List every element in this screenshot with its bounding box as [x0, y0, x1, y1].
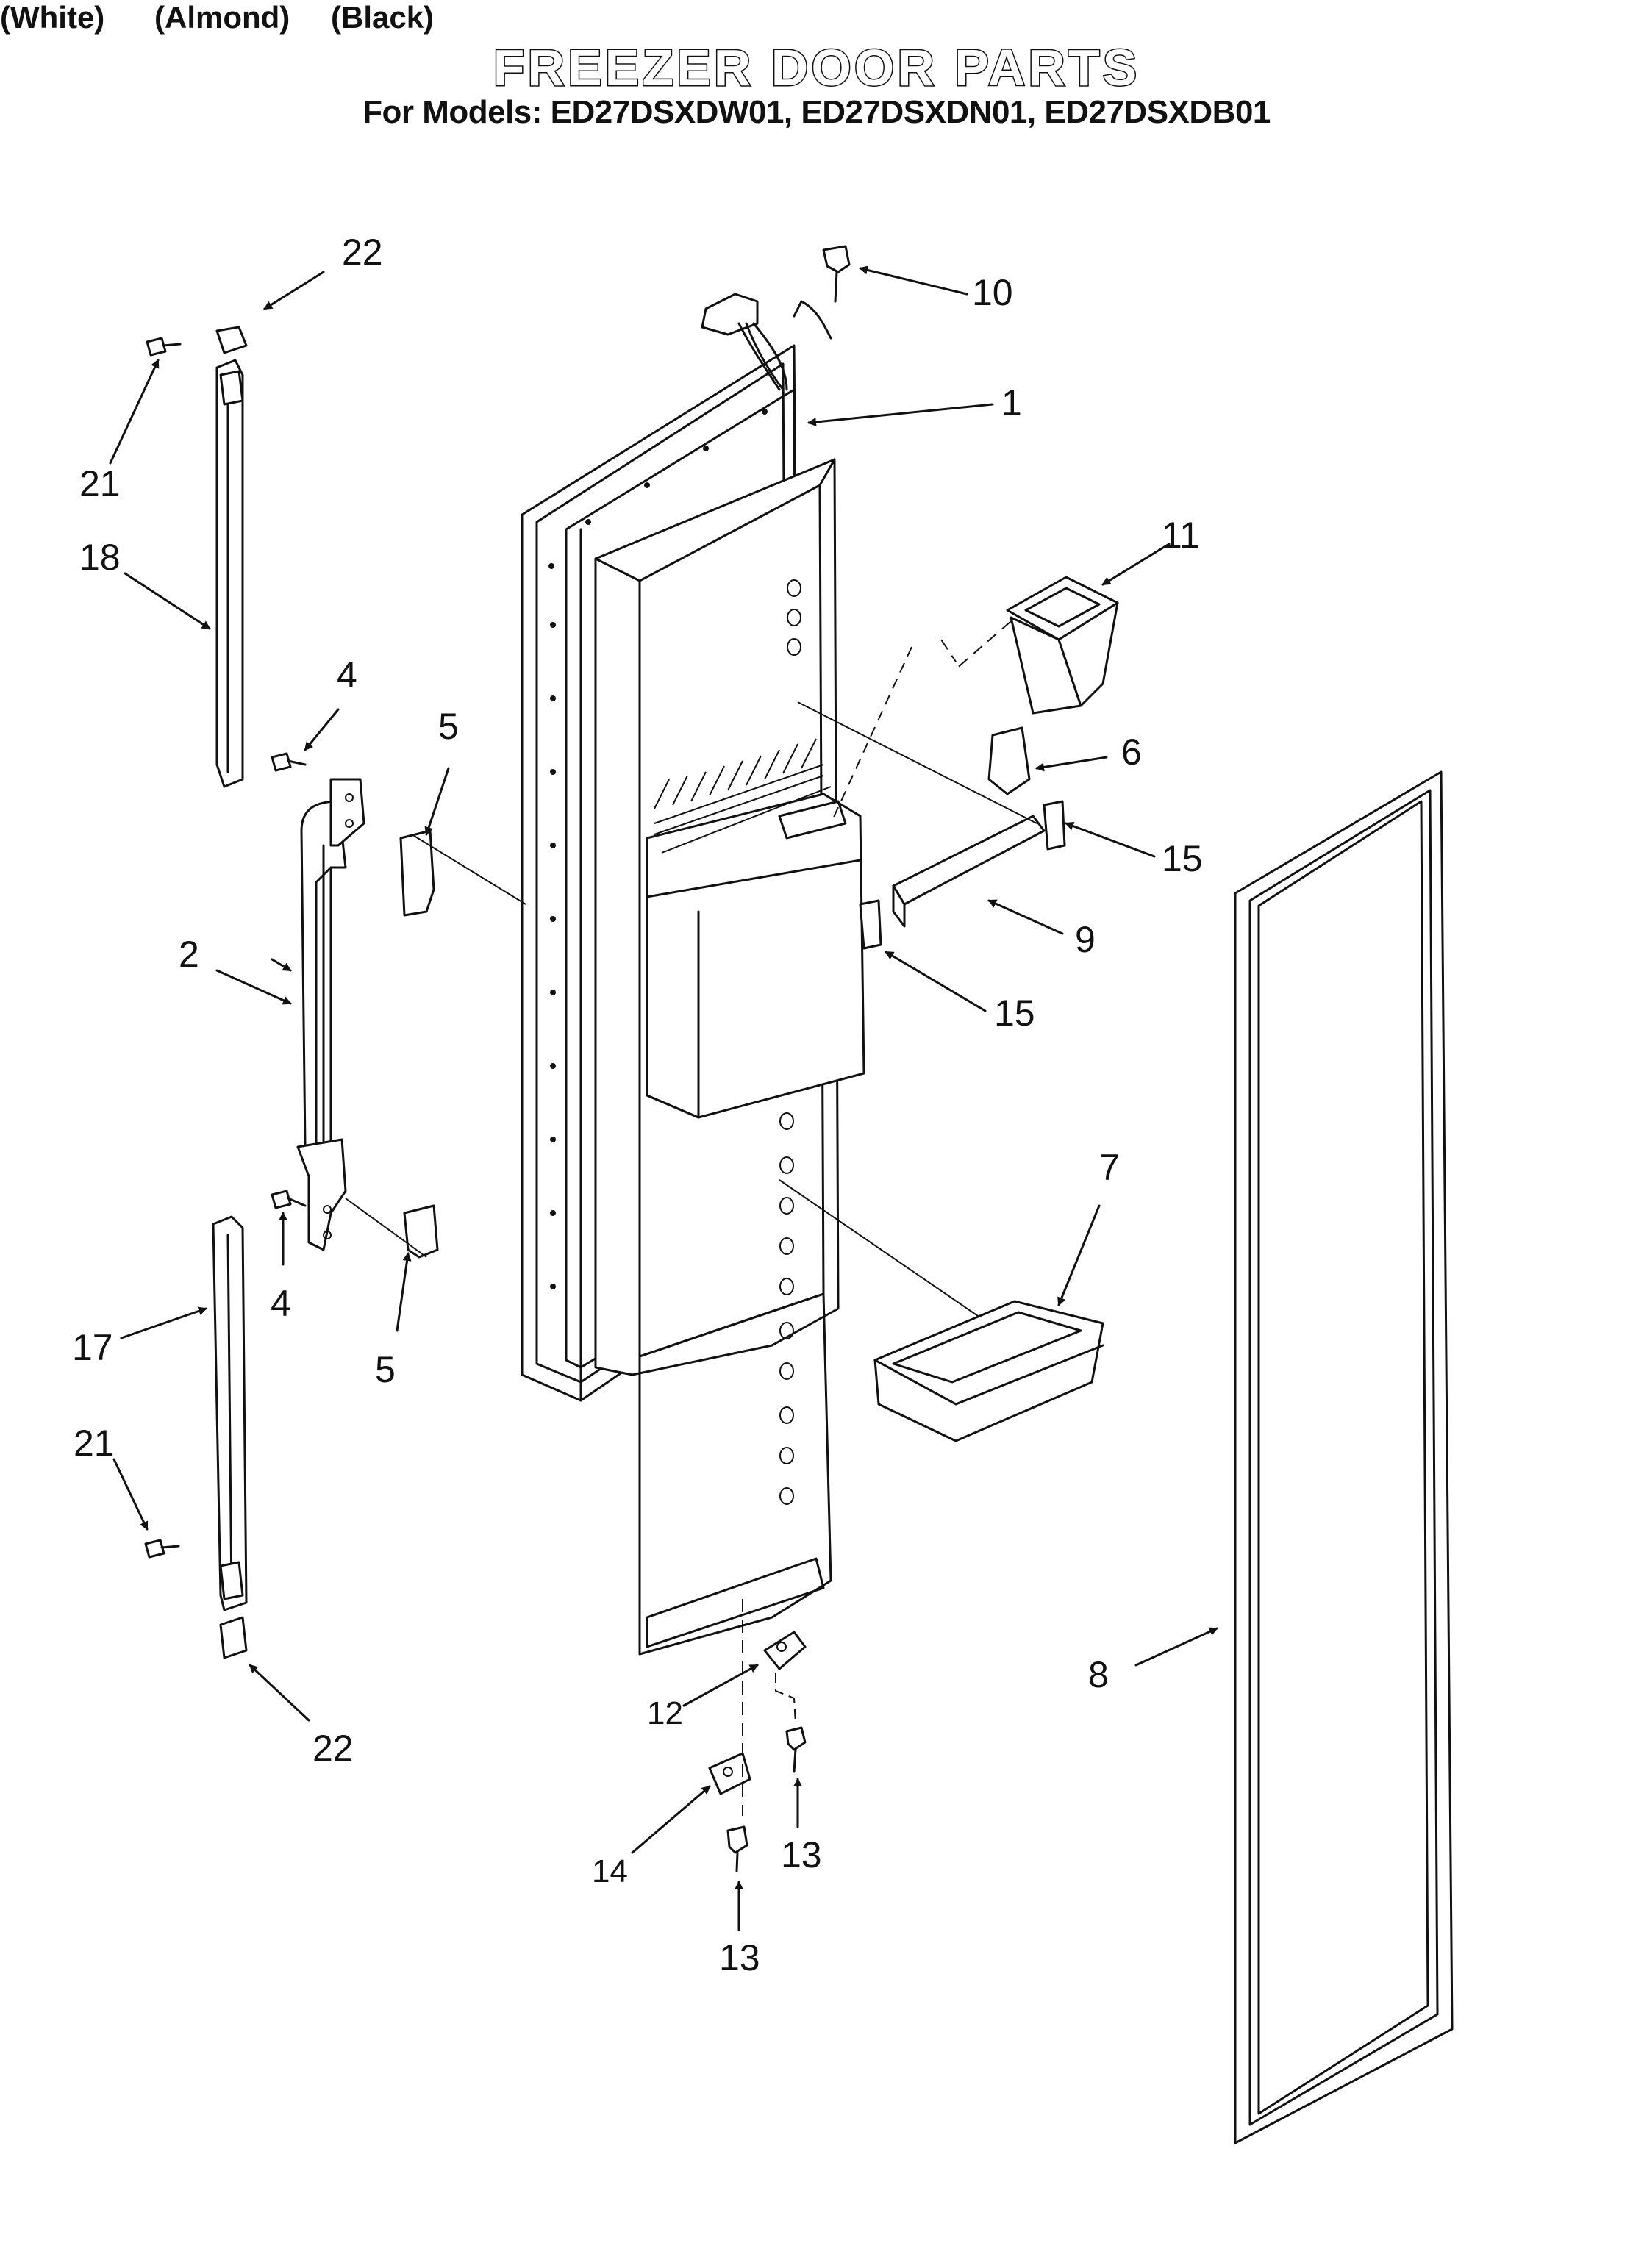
callout-4-upper: 4: [337, 654, 357, 695]
callout-22-upper: 22: [342, 232, 383, 273]
screw-4-top: [271, 752, 307, 772]
hinge-14: [708, 1752, 751, 1795]
callout-18: 18: [79, 537, 121, 578]
trim-clip-top: [215, 326, 248, 354]
callout-labels: 1 2 4 4 5 5 6 7 8 9 10 11 12 13 13 14 15…: [72, 232, 1203, 1978]
end-cap-15-upper: [1043, 800, 1066, 851]
lower-handle-trim: [212, 1215, 248, 1611]
handle-spacer-bottom: [403, 1204, 439, 1259]
dispenser-part-6: [987, 726, 1031, 795]
freezer-door-panel: [521, 293, 865, 1656]
dispenser-rail: [797, 701, 1046, 928]
drip-tray: [779, 1179, 1104, 1442]
callout-5-upper: 5: [438, 706, 459, 747]
callout-13-upper: 13: [781, 1834, 822, 1875]
leader-lines: [109, 265, 1218, 1931]
callout-11: 11: [1162, 515, 1200, 556]
door-gasket: [1234, 770, 1454, 2144]
handle-spacer-top: [399, 829, 435, 917]
screw-21-top: [146, 337, 182, 357]
callout-2: 2: [179, 934, 199, 975]
callout-17: 17: [72, 1327, 113, 1368]
color-almond: (Almond): [154, 0, 290, 35]
page-title: FREEZER DOOR PARTS: [492, 38, 1140, 98]
hinge-12: [763, 1631, 807, 1670]
models-line: For Models: ED27DSXDW01, ED27DSXDN01, ED…: [362, 94, 1271, 130]
screw-21-bottom: [144, 1539, 180, 1559]
callout-15-lower: 15: [994, 992, 1035, 1034]
callout-10: 10: [972, 272, 1013, 313]
callout-15-upper: 15: [1162, 838, 1203, 879]
callout-1: 1: [1001, 382, 1022, 423]
callout-14: 14: [592, 1853, 628, 1889]
screw-13-lower: [726, 1825, 748, 1872]
ice-chute: [830, 576, 1119, 824]
callout-7: 7: [1099, 1147, 1120, 1188]
callout-21-lower: 21: [74, 1423, 115, 1464]
trim-clip-bottom: [219, 1616, 248, 1659]
callout-5-lower: 5: [375, 1349, 396, 1390]
callout-21-upper: 21: [79, 463, 121, 504]
callout-9: 9: [1075, 919, 1096, 960]
handle-assembly: [296, 778, 365, 1251]
screw-13-upper: [785, 1726, 807, 1773]
callout-22-lower: 22: [312, 1728, 354, 1769]
callout-8: 8: [1088, 1654, 1109, 1695]
screw-4-bottom: [271, 1190, 307, 1209]
callout-6: 6: [1121, 731, 1142, 773]
callout-4-lower: 4: [271, 1283, 291, 1324]
screw-10: [822, 245, 851, 303]
color-black: (Black): [331, 0, 435, 35]
upper-handle-trim: [215, 359, 244, 788]
callout-13-lower: 13: [719, 1937, 760, 1978]
end-cap-15-lower: [859, 899, 882, 950]
callout-12: 12: [647, 1695, 683, 1731]
color-white: (White): [0, 0, 105, 35]
